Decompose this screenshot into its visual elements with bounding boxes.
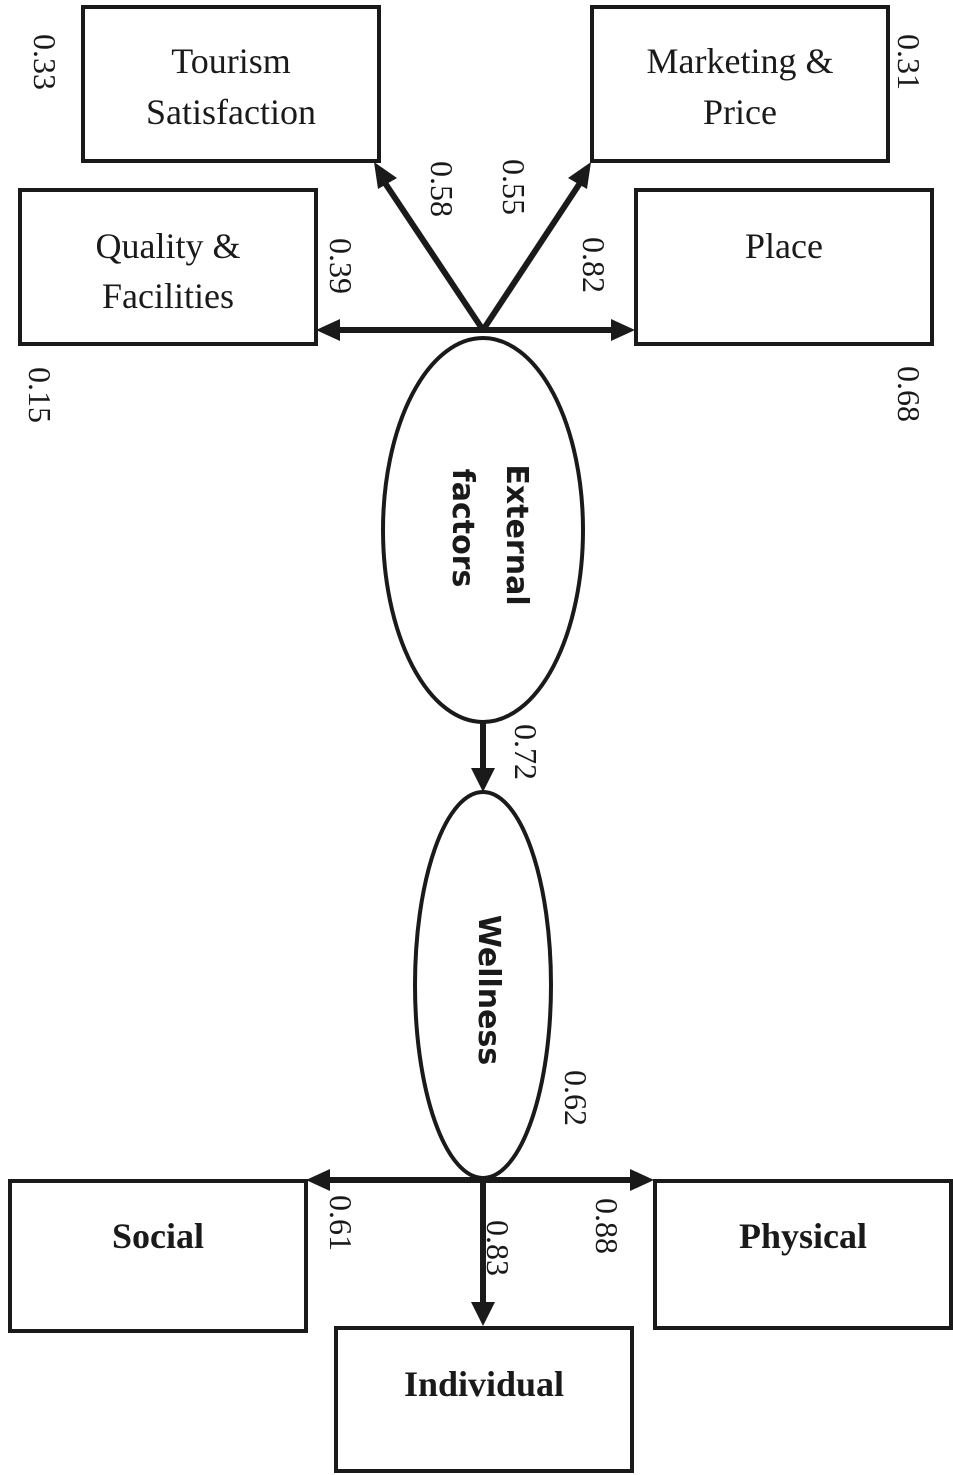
wellness-label: Wellness bbox=[471, 915, 506, 1065]
box-social bbox=[8, 1179, 308, 1333]
node-tourism-satisfaction: Tourism Satisfaction bbox=[81, 5, 381, 163]
loading-physical: 0.88 bbox=[589, 1198, 625, 1254]
edge-external-to-marketing-price bbox=[480, 178, 585, 332]
node-external-factors: External factors bbox=[381, 336, 585, 724]
arrowhead-tourism-satisfaction bbox=[374, 162, 397, 189]
r2-wellness: 0.62 bbox=[558, 1070, 594, 1126]
box-physical bbox=[653, 1179, 953, 1330]
node-individual: Individual bbox=[334, 1326, 634, 1473]
node-wellness: Wellness bbox=[413, 790, 553, 1180]
arrowhead-physical bbox=[630, 1169, 654, 1191]
loading-individual: 0.83 bbox=[480, 1220, 516, 1276]
arrowhead-individual bbox=[471, 1302, 495, 1326]
box-marketing-price bbox=[590, 5, 890, 163]
loading-tourism-satisfaction: 0.58 bbox=[424, 161, 460, 217]
place-label: Place bbox=[745, 226, 823, 266]
marketing-price-label-line-2: Price bbox=[703, 92, 777, 132]
node-quality-facilities: Quality & Facilities bbox=[18, 188, 318, 346]
node-physical: Physical bbox=[653, 1179, 953, 1330]
external-factors-label-line-1: External bbox=[499, 464, 534, 605]
box-individual bbox=[334, 1326, 634, 1473]
edge-external-to-tourism-satisfaction bbox=[380, 178, 486, 332]
r2-place: 0.68 bbox=[891, 366, 927, 422]
loading-social: 0.61 bbox=[323, 1195, 359, 1251]
arrowhead-social bbox=[306, 1169, 330, 1191]
node-social: Social bbox=[8, 1179, 308, 1333]
box-quality-facilities bbox=[18, 188, 318, 346]
tourism-satisfaction-label-line-1: Tourism bbox=[171, 41, 290, 81]
marketing-price-label-line-1: Marketing & bbox=[647, 41, 834, 81]
r2-quality-facilities: 0.15 bbox=[22, 367, 58, 423]
coefficients: 0.58 0.55 0.39 0.82 0.33 0.31 0.15 0.68 … bbox=[22, 34, 927, 1276]
arrowhead-place bbox=[611, 319, 635, 341]
loading-place: 0.82 bbox=[576, 237, 612, 293]
physical-label: Physical bbox=[739, 1216, 867, 1256]
ellipse-external-factors bbox=[381, 336, 585, 724]
box-place bbox=[634, 188, 934, 346]
quality-facilities-label-line-2: Facilities bbox=[102, 276, 234, 316]
ellipse-wellness bbox=[413, 790, 553, 1180]
loading-quality-facilities: 0.39 bbox=[323, 238, 359, 294]
edges bbox=[306, 162, 654, 1326]
individual-label: Individual bbox=[404, 1364, 564, 1404]
tourism-satisfaction-label-line-2: Satisfaction bbox=[146, 92, 316, 132]
arrowhead-marketing-price bbox=[568, 162, 591, 189]
node-place: Place bbox=[634, 188, 934, 346]
arrowhead-wellness bbox=[471, 768, 495, 792]
r2-marketing-price: 0.31 bbox=[891, 34, 927, 90]
box-tourism-satisfaction bbox=[81, 5, 381, 163]
r2-tourism-satisfaction: 0.33 bbox=[27, 34, 63, 90]
external-factors-label-line-2: factors bbox=[445, 469, 480, 588]
loading-marketing-price: 0.55 bbox=[496, 159, 532, 215]
social-label: Social bbox=[112, 1216, 204, 1256]
arrowhead-quality-facilities bbox=[316, 319, 340, 341]
loading-external-to-wellness: 0.72 bbox=[508, 724, 544, 780]
quality-facilities-label-line-1: Quality & bbox=[96, 226, 241, 266]
node-marketing-price: Marketing & Price bbox=[590, 5, 890, 163]
